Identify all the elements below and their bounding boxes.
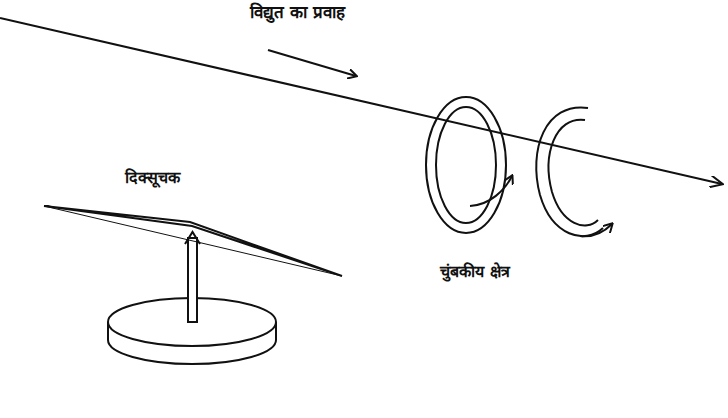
current-arrow [268, 50, 356, 76]
compass-label: दिक्सूचक [125, 168, 180, 187]
field-label: चुंबकीय क्षेत्र [440, 262, 510, 281]
field-ring [536, 107, 603, 236]
wire [0, 18, 722, 184]
compass-stand [108, 232, 276, 364]
field-arrow [470, 176, 512, 206]
field-ring [426, 97, 506, 233]
compass-needle [44, 206, 342, 276]
current-label: विद्युत का प्रवाह [250, 2, 345, 22]
compass-needle [44, 206, 342, 276]
field-arrow [580, 224, 612, 236]
